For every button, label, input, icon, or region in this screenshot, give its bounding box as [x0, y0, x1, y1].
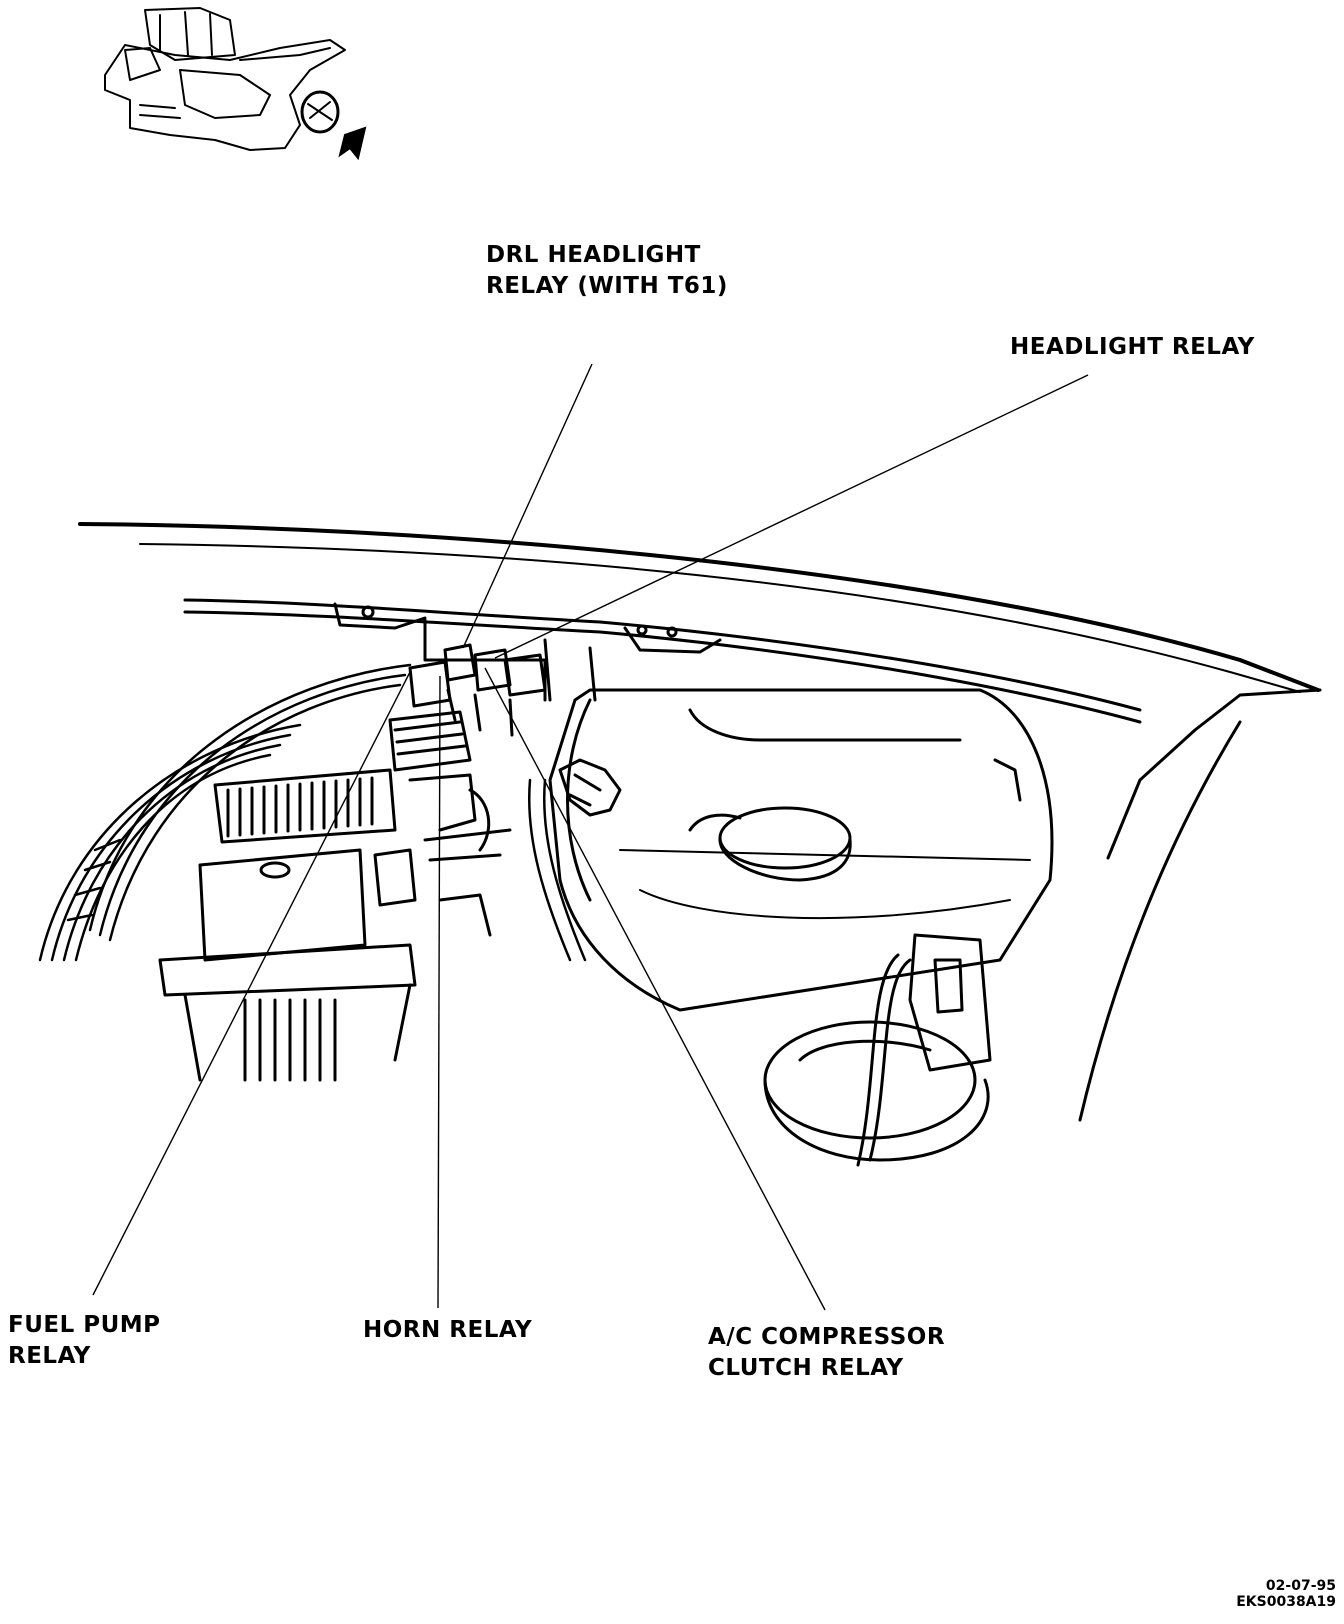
- relay-cluster: [408, 643, 547, 737]
- leader-lines: [92, 363, 1089, 1311]
- label-headlight-relay: HEADLIGHT RELAY: [1010, 334, 1255, 360]
- leader-horn-relay: [437, 675, 441, 1309]
- label-drl-headlight-relay: DRL HEADLIGHT RELAY (WITH T61): [486, 242, 728, 299]
- reservoir-connector: [558, 758, 622, 817]
- horn: [763, 933, 992, 1167]
- leader-fuel-pump-relay: [92, 671, 411, 1296]
- vehicle-locator-thumbnail: [104, 7, 346, 151]
- locator-arrow-icon: [338, 126, 367, 161]
- wiring-harness: [38, 663, 587, 962]
- leader-headlight-relay: [494, 374, 1089, 659]
- label-horn-relay: HORN RELAY: [363, 1317, 533, 1343]
- leader-drl-headlight-relay: [462, 363, 593, 649]
- figure-code: 02-07-95 EKS0038A19: [1236, 1578, 1336, 1610]
- coolant-reservoir: [548, 688, 1054, 1012]
- label-ac-compressor-clutch-relay: A/C COMPRESSOR CLUTCH RELAY: [708, 1324, 946, 1381]
- leader-ac-compressor-clutch-relay: [484, 667, 826, 1311]
- hood-edge: [78, 522, 1322, 1122]
- label-fuel-pump-relay: FUEL PUMP RELAY: [8, 1312, 161, 1369]
